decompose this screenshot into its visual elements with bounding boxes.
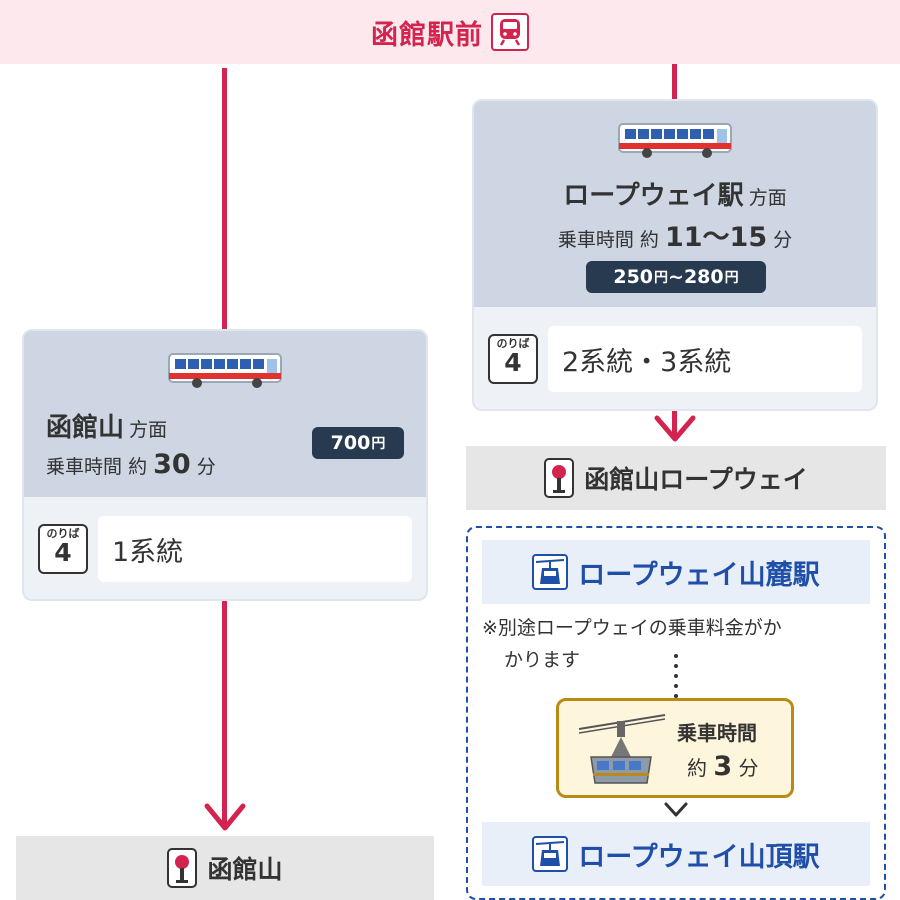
dotted-connector [674,654,678,698]
ride-time-minutes: 30 [153,449,191,480]
ride-time-unit: 分 [773,229,793,251]
fare-unit: 円 [724,270,739,286]
route-line-left-lower [222,600,227,826]
arrow-down-icon [204,803,246,831]
ropeway-station-name: ロープウェイ山頂駅 [578,841,820,873]
fare-separator: ~ [668,266,684,288]
ride-time-label: 乗車時間 [46,456,123,478]
route-line-right-lower [672,410,677,436]
bus-icon [168,353,282,388]
origin-header-content: 函館駅前 [0,0,900,64]
bus-stop-name: 函館山ロープウェイ [584,465,808,494]
platform-label: のりば [46,527,80,540]
fare-to: 280 [683,266,724,288]
arrow-down-icon [654,415,696,442]
fare-unit: 円 [654,270,669,286]
destination-name: ロープウェイ駅 [563,181,744,211]
ride-time: 乗車時間 約 11〜15 分 [474,215,876,254]
gondola-icon [578,714,666,784]
ride-time-label: 乗車時間 [557,229,634,251]
fare-unit: 円 [371,436,386,452]
platform-number: 4 [54,538,72,567]
origin-station-name: 函館駅前 [371,19,483,51]
note-line: ※別途ロープウェイの乗車料金がか [482,617,782,639]
bus-stop-name: 函館山 [207,855,283,884]
destination-heading: 函館山 方面 [46,407,167,444]
ropeway-lower-station: ロープウェイ山麓駅 [482,540,870,604]
platform-number: 4 [504,348,522,377]
direction-suffix: 方面 [748,187,787,209]
route-line-right-upper [672,64,677,100]
ride-time-unit: 分 [196,456,216,478]
bus-stop-ropeway: 函館山ロープウェイ [466,446,886,510]
ropeway-ride-time-box: 乗車時間 約 3 分 [556,698,794,798]
ropeway-station-name: ロープウェイ山麓駅 [578,559,820,591]
chevron-down-icon [664,802,688,817]
bus-icon [618,123,732,158]
ropeway-upper-station: ロープウェイ山頂駅 [482,822,870,886]
ride-time: 乗車時間 約 30 分 [46,449,216,480]
ride-time: 約 3 分 [687,751,759,782]
destination-name: 函館山 [46,413,125,443]
ride-time-unit: 分 [738,756,759,780]
ride-time-approx: 約 [687,756,707,780]
ropeway-fare-note: ※別途ロープウェイの乗車料金がか かります [482,612,782,676]
ride-time-minutes: 3 [713,751,733,782]
bus-stop-icon [167,848,198,888]
gondola-icon [532,836,569,872]
route-name-box: 1系統 [98,516,412,582]
fare-from: 250 [613,266,654,288]
route-name-box: 2系統・3系統 [548,326,862,392]
route-name: 1系統 [112,536,184,568]
destination-heading: ロープウェイ駅 方面 [474,175,876,212]
note-line: かります [504,649,581,671]
platform-badge: のりば 4 [38,524,88,574]
bus-stop-hakodateyama: 函館山 [16,836,434,900]
platform-badge: のりば 4 [488,334,538,384]
ride-time-label: 乗車時間 [677,721,757,745]
route-name: 2系統・3系統 [562,346,732,378]
ropeway-section [466,526,886,900]
bus-stop-icon [544,458,575,498]
direction-suffix: 方面 [129,419,168,441]
train-icon [491,13,529,51]
ride-time-approx: 約 [639,229,659,251]
ride-time-minutes: 11〜15 [664,222,768,253]
origin-header [0,0,900,64]
platform-label: のりば [496,337,530,350]
fare-amount: 700 [330,432,371,454]
ride-time-approx: 約 [128,456,148,478]
route-line-left-upper [222,68,227,330]
gondola-icon [532,554,569,590]
